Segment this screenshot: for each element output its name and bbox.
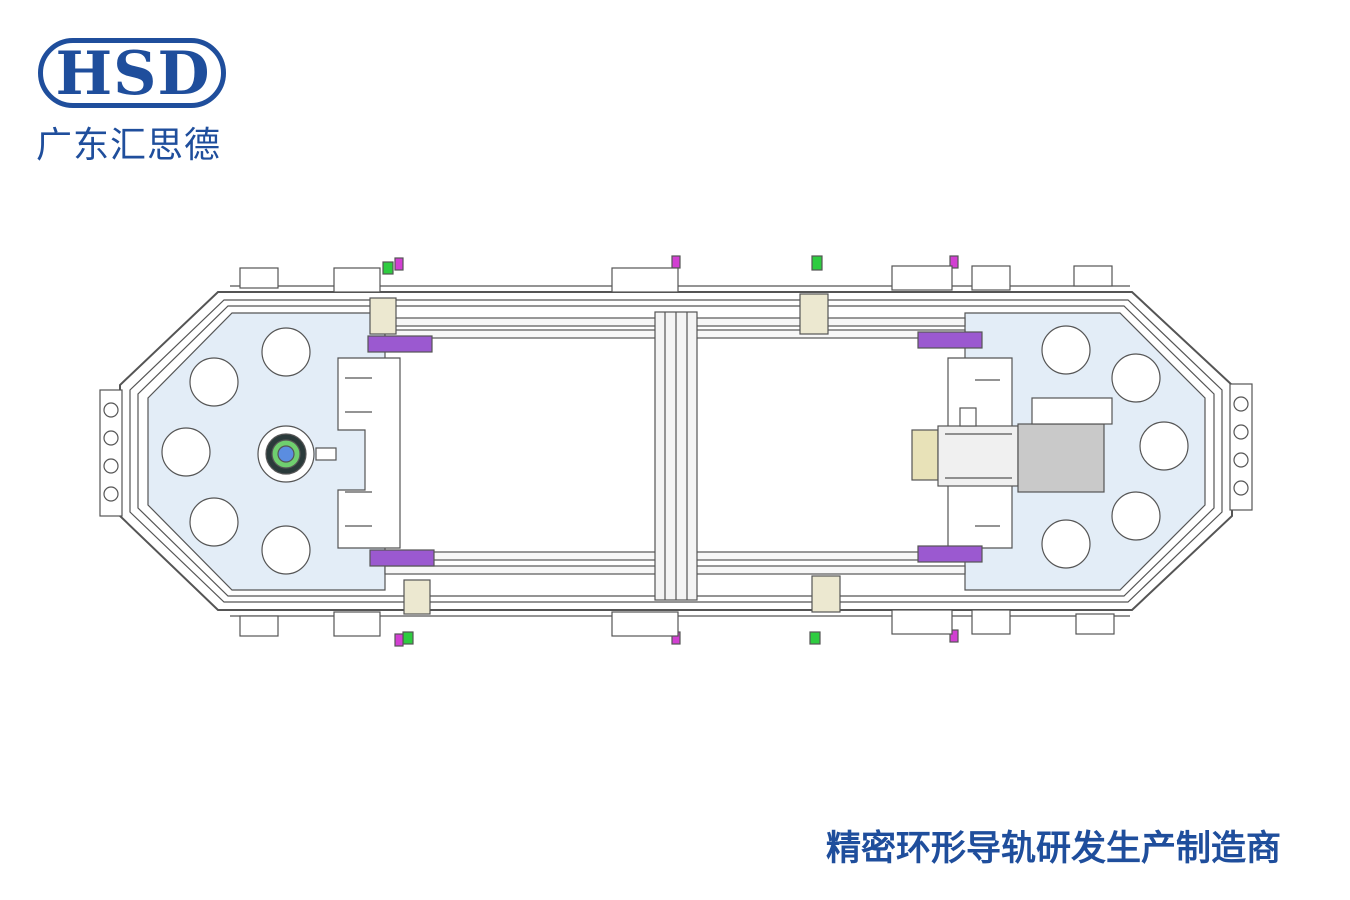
left-mount-panel bbox=[337, 357, 401, 549]
roller-blocks-bottom bbox=[239, 609, 1115, 637]
servo-motor bbox=[911, 397, 1113, 493]
left-plate-holes bbox=[161, 327, 311, 575]
roller-blocks-top bbox=[239, 265, 1113, 293]
hsd-logo: HSD 广东汇思德 bbox=[36, 36, 236, 166]
side-rollers-left bbox=[99, 389, 123, 517]
logo-oval-icon bbox=[38, 38, 226, 108]
sensors-magenta bbox=[394, 255, 959, 647]
rotary-hub bbox=[257, 425, 337, 483]
track-inner-2 bbox=[137, 305, 1215, 597]
right-plate-holes bbox=[1041, 325, 1189, 569]
tagline: 精密环形导轨研发生产制造商 bbox=[826, 828, 1282, 869]
company-name: 广东汇思德 bbox=[36, 125, 222, 166]
track-inner-1 bbox=[129, 299, 1223, 603]
side-rollers-right bbox=[1229, 383, 1253, 511]
carriages bbox=[369, 293, 841, 615]
logo-text: HSD bbox=[55, 39, 211, 109]
purple-blocks bbox=[367, 331, 983, 567]
sensors-green bbox=[382, 255, 823, 645]
